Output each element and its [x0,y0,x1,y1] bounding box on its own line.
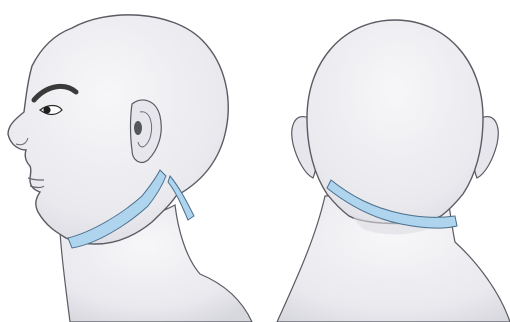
side-view-head-illustration [0,0,260,322]
back-view-head-illustration [255,0,510,322]
side-head-outline [8,15,228,244]
side-ear-canal [134,121,142,135]
side-eye-iris [43,106,50,113]
